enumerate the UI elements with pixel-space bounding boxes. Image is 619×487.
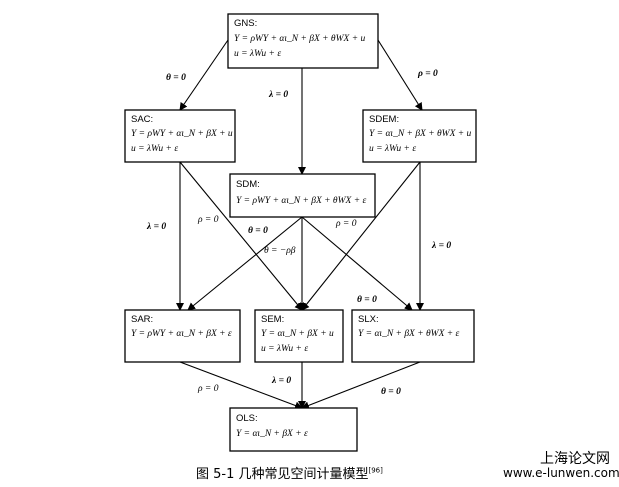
svg-text:u = λWu + ε: u = λWu + ε <box>131 144 178 154</box>
node-sar: SAR: Y = ρWY + αι_N + βX + ε <box>124 309 241 363</box>
svg-text:SDM:: SDM: <box>236 179 260 190</box>
label-slx-ols: θ = 0 <box>381 387 401 397</box>
svg-text:Y = ρWY + αι_N + βX + u: Y = ρWY + αι_N + βX + u <box>131 129 233 139</box>
label-sdm-sar: θ = 0 <box>248 226 268 236</box>
arrow-sac-sem <box>179 161 303 311</box>
arrow-gns-sac <box>179 39 229 111</box>
node-sdem: SDEM: Y = αι_N + βX + θWX + u u = λWu + … <box>362 109 477 163</box>
svg-text:Y = αι_N + βX + θWX + ε: Y = αι_N + βX + θWX + ε <box>358 329 460 339</box>
svg-text:u = λWu + ε: u = λWu + ε <box>234 49 281 59</box>
label-sdm-sem: θ = −ρβ <box>264 246 296 256</box>
label-sar-ols: ρ = 0 <box>197 384 219 394</box>
arrow-sar-ols <box>179 361 303 410</box>
label-sdm-slx: ρ = 0 <box>335 219 357 229</box>
arrow-sdm-sar <box>187 216 303 311</box>
watermark-en: www.e-lunwen.com <box>503 466 619 480</box>
arrow-slx-ols <box>301 361 421 410</box>
svg-text:SAC:: SAC: <box>131 114 153 125</box>
label-sdem-slx: λ = 0 <box>431 241 451 251</box>
label-sac-sem: ρ = 0 <box>197 215 219 225</box>
svg-text:Y = ρWY + αι_N + βX + θWX + u: Y = ρWY + αι_N + βX + θWX + u <box>234 34 365 44</box>
arrow-sdem-sem <box>301 161 421 311</box>
svg-text:Y = αι_N + βX + ε: Y = αι_N + βX + ε <box>236 429 308 439</box>
svg-text:SDEM:: SDEM: <box>369 114 399 125</box>
svg-text:Y = αι_N + βX + θWX + u: Y = αι_N + βX + θWX + u <box>369 129 472 139</box>
svg-text:Y = ρWY + αι_N + βX + ε: Y = ρWY + αι_N + βX + ε <box>131 329 232 339</box>
node-sem: SEM: Y = αι_N + βX + u u = λWu + ε <box>254 309 344 363</box>
svg-text:SAR:: SAR: <box>131 314 153 325</box>
svg-text:u = λWu + ε: u = λWu + ε <box>369 144 416 154</box>
node-ols: OLS: Y = αι_N + βX + ε <box>229 407 358 452</box>
svg-text:Y = ρWY + αι_N + βX + θWX + ε: Y = ρWY + αι_N + βX + θWX + ε <box>236 196 366 206</box>
label-gns-sac: θ = 0 <box>166 73 186 83</box>
svg-text:Y = αι_N + βX + u: Y = αι_N + βX + u <box>261 329 334 339</box>
svg-text:OLS:: OLS: <box>236 413 258 424</box>
svg-text:GNS:: GNS: <box>234 18 257 29</box>
label-gns-sdm: λ = 0 <box>268 90 288 100</box>
label-sac-sar: λ = 0 <box>146 222 166 232</box>
svg-text:u = λWu + ε: u = λWu + ε <box>261 344 308 354</box>
label-sem-ols: λ = 0 <box>271 376 291 386</box>
arrow-gns-sdem <box>377 39 423 111</box>
arrows <box>176 39 424 410</box>
label-sdem-sem: θ = 0 <box>357 295 377 305</box>
edge-labels: θ = 0 λ = 0 ρ = 0 λ = 0 ρ = 0 ρ = 0 θ = … <box>146 69 451 397</box>
node-gns: GNS: Y = ρWY + αι_N + βX + θWX + u u = λ… <box>227 13 379 69</box>
svg-text:SLX:: SLX: <box>358 314 379 325</box>
arrow-sdm-slx <box>301 216 413 311</box>
figure-caption: 图 5-1 几种常见空间计量模型[96] <box>196 466 383 482</box>
watermark-cn: 上海论文网 <box>540 451 610 467</box>
node-slx: SLX: Y = αι_N + βX + θWX + ε <box>351 309 475 363</box>
svg-text:SEM:: SEM: <box>261 314 284 325</box>
node-sac: SAC: Y = ρWY + αι_N + βX + u u = λWu + ε <box>124 109 236 163</box>
node-sdm: SDM: Y = ρWY + αι_N + βX + θWX + ε <box>229 173 376 218</box>
label-gns-sdem: ρ = 0 <box>417 69 438 79</box>
